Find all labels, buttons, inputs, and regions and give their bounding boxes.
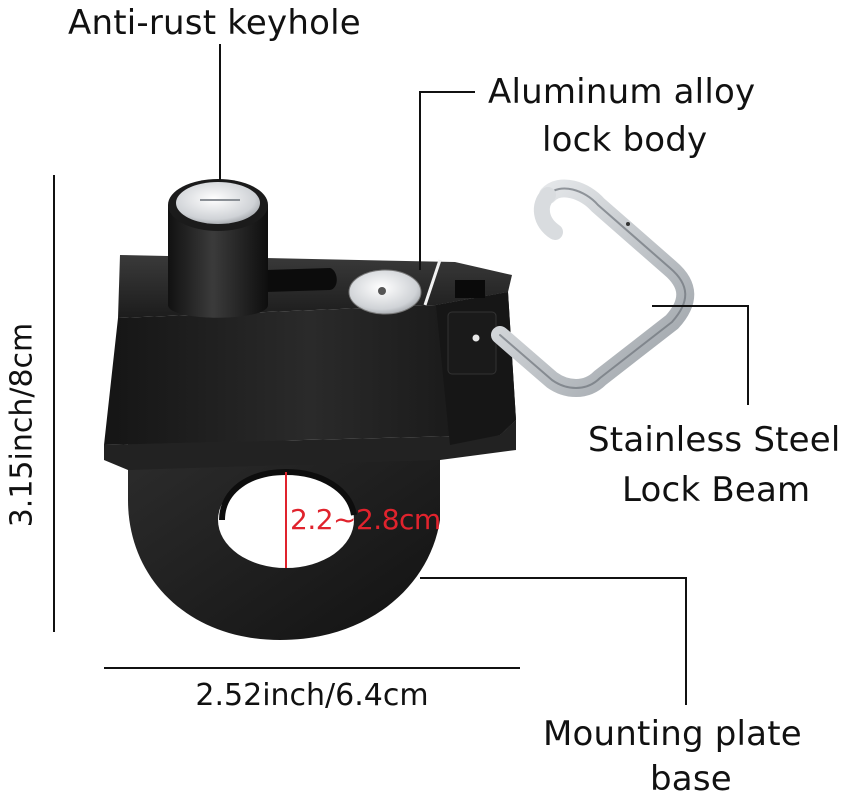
lock-body [104,255,516,445]
height-dimension-label: 3.15inch/8cm [4,322,40,528]
label-lock-body-line1: Aluminum alloy [488,72,756,112]
base-leader [420,577,687,705]
label-mounting-plate-line2: base [650,759,732,799]
label-lock-body-line2: lock body [542,120,708,160]
lock-body-lower-band [104,420,516,470]
keyhole-cap [176,182,260,224]
label-stainless-steel-line1: Stainless Steel [588,420,841,460]
secondary-keyhole [348,269,422,315]
width-dimension-text: 2.52inch/6.4cm [195,678,429,713]
clamp-range-label: 2.2~2.8cm [290,503,441,536]
label-anti-rust-keyhole: Anti-rust keyhole [68,3,361,43]
label-stainless-steel-line2: Lock Beam [622,470,811,510]
key-cylinder [168,179,268,318]
stainless-steel-beam [491,179,695,397]
label-mounting-plate-line1: Mounting plate [543,714,802,754]
lock-body-leader [419,91,475,270]
beam-leader [652,305,749,405]
